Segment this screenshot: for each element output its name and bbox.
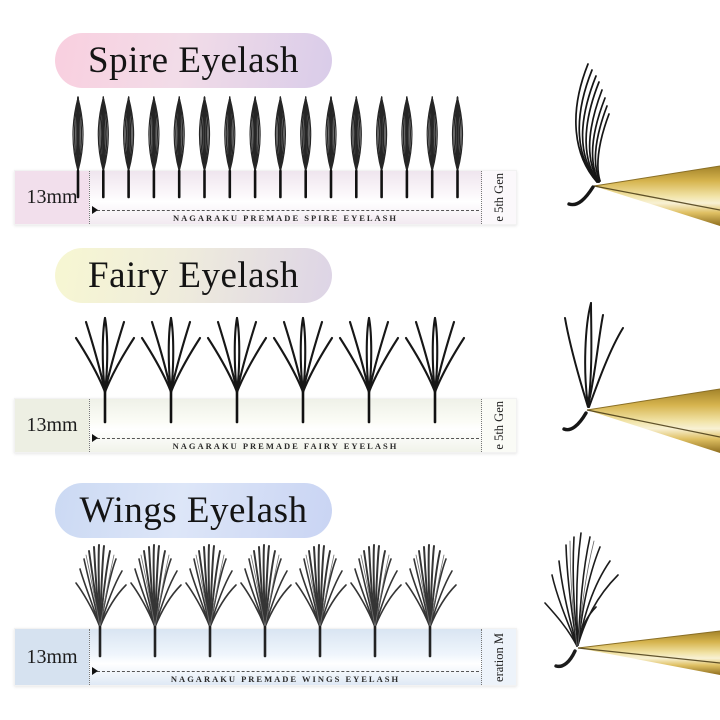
fairy-lash-strip: 13mm NAGARAKU PREMADE FAIRY EYELASH e 5t… bbox=[14, 398, 517, 453]
wings-cluster-sample bbox=[544, 532, 619, 669]
wings-length-label: 13mm bbox=[26, 645, 78, 668]
fairy-title: Fairy Eyelash bbox=[88, 255, 299, 296]
wings-lash-row-graphic bbox=[74, 543, 458, 658]
tweezer-with-spire-cluster-icon bbox=[567, 63, 720, 226]
fairy-strip-body: NAGARAKU PREMADE FAIRY EYELASH bbox=[89, 399, 482, 452]
wings-title: Wings Eyelash bbox=[79, 490, 308, 531]
spire-length-zone: 13mm bbox=[15, 171, 89, 224]
spire-title: Spire Eyelash bbox=[88, 40, 299, 81]
tweezer-with-fairy-cluster-icon bbox=[562, 302, 720, 453]
measure-arrow-icon bbox=[92, 434, 98, 442]
fairy-cluster-sample bbox=[562, 302, 624, 432]
tweezer-with-wings-cluster-icon bbox=[544, 532, 720, 675]
wings-strip-edge: eration M bbox=[482, 629, 516, 685]
spire-length-label: 13mm bbox=[26, 186, 78, 208]
spire-cluster-sample bbox=[567, 63, 610, 207]
spire-strip-print: NAGARAKU PREMADE SPIRE EYELASH bbox=[172, 213, 399, 223]
fairy-strip-edge: e 5th Gen bbox=[482, 399, 516, 452]
fairy-title-badge: Fairy Eyelash bbox=[55, 248, 332, 303]
wings-generation-label: eration M bbox=[491, 632, 506, 682]
fairy-length-label: 13mm bbox=[26, 414, 78, 436]
wings-title-badge: Wings Eyelash bbox=[55, 483, 332, 538]
measure-dash-line bbox=[92, 206, 479, 214]
fairy-generation-label: e 5th Gen bbox=[491, 401, 506, 450]
measure-arrow-icon bbox=[92, 667, 98, 675]
wings-length-zone: 13mm bbox=[15, 629, 89, 685]
wings-strip-print: NAGARAKU PREMADE WINGS EYELASH bbox=[170, 674, 401, 684]
fairy-lash-row-graphic bbox=[74, 316, 466, 424]
measure-dash-line bbox=[92, 434, 479, 442]
spire-strip-edge: e 5th Gen bbox=[482, 171, 516, 224]
fairy-strip-print: NAGARAKU PREMADE FAIRY EYELASH bbox=[172, 441, 399, 451]
measure-dash-line bbox=[92, 667, 479, 675]
fairy-length-zone: 13mm bbox=[15, 399, 89, 452]
spire-title-badge: Spire Eyelash bbox=[55, 33, 332, 88]
spire-generation-label: e 5th Gen bbox=[491, 173, 506, 222]
measure-arrow-icon bbox=[92, 206, 98, 214]
spire-lash-row-graphic bbox=[71, 95, 464, 199]
